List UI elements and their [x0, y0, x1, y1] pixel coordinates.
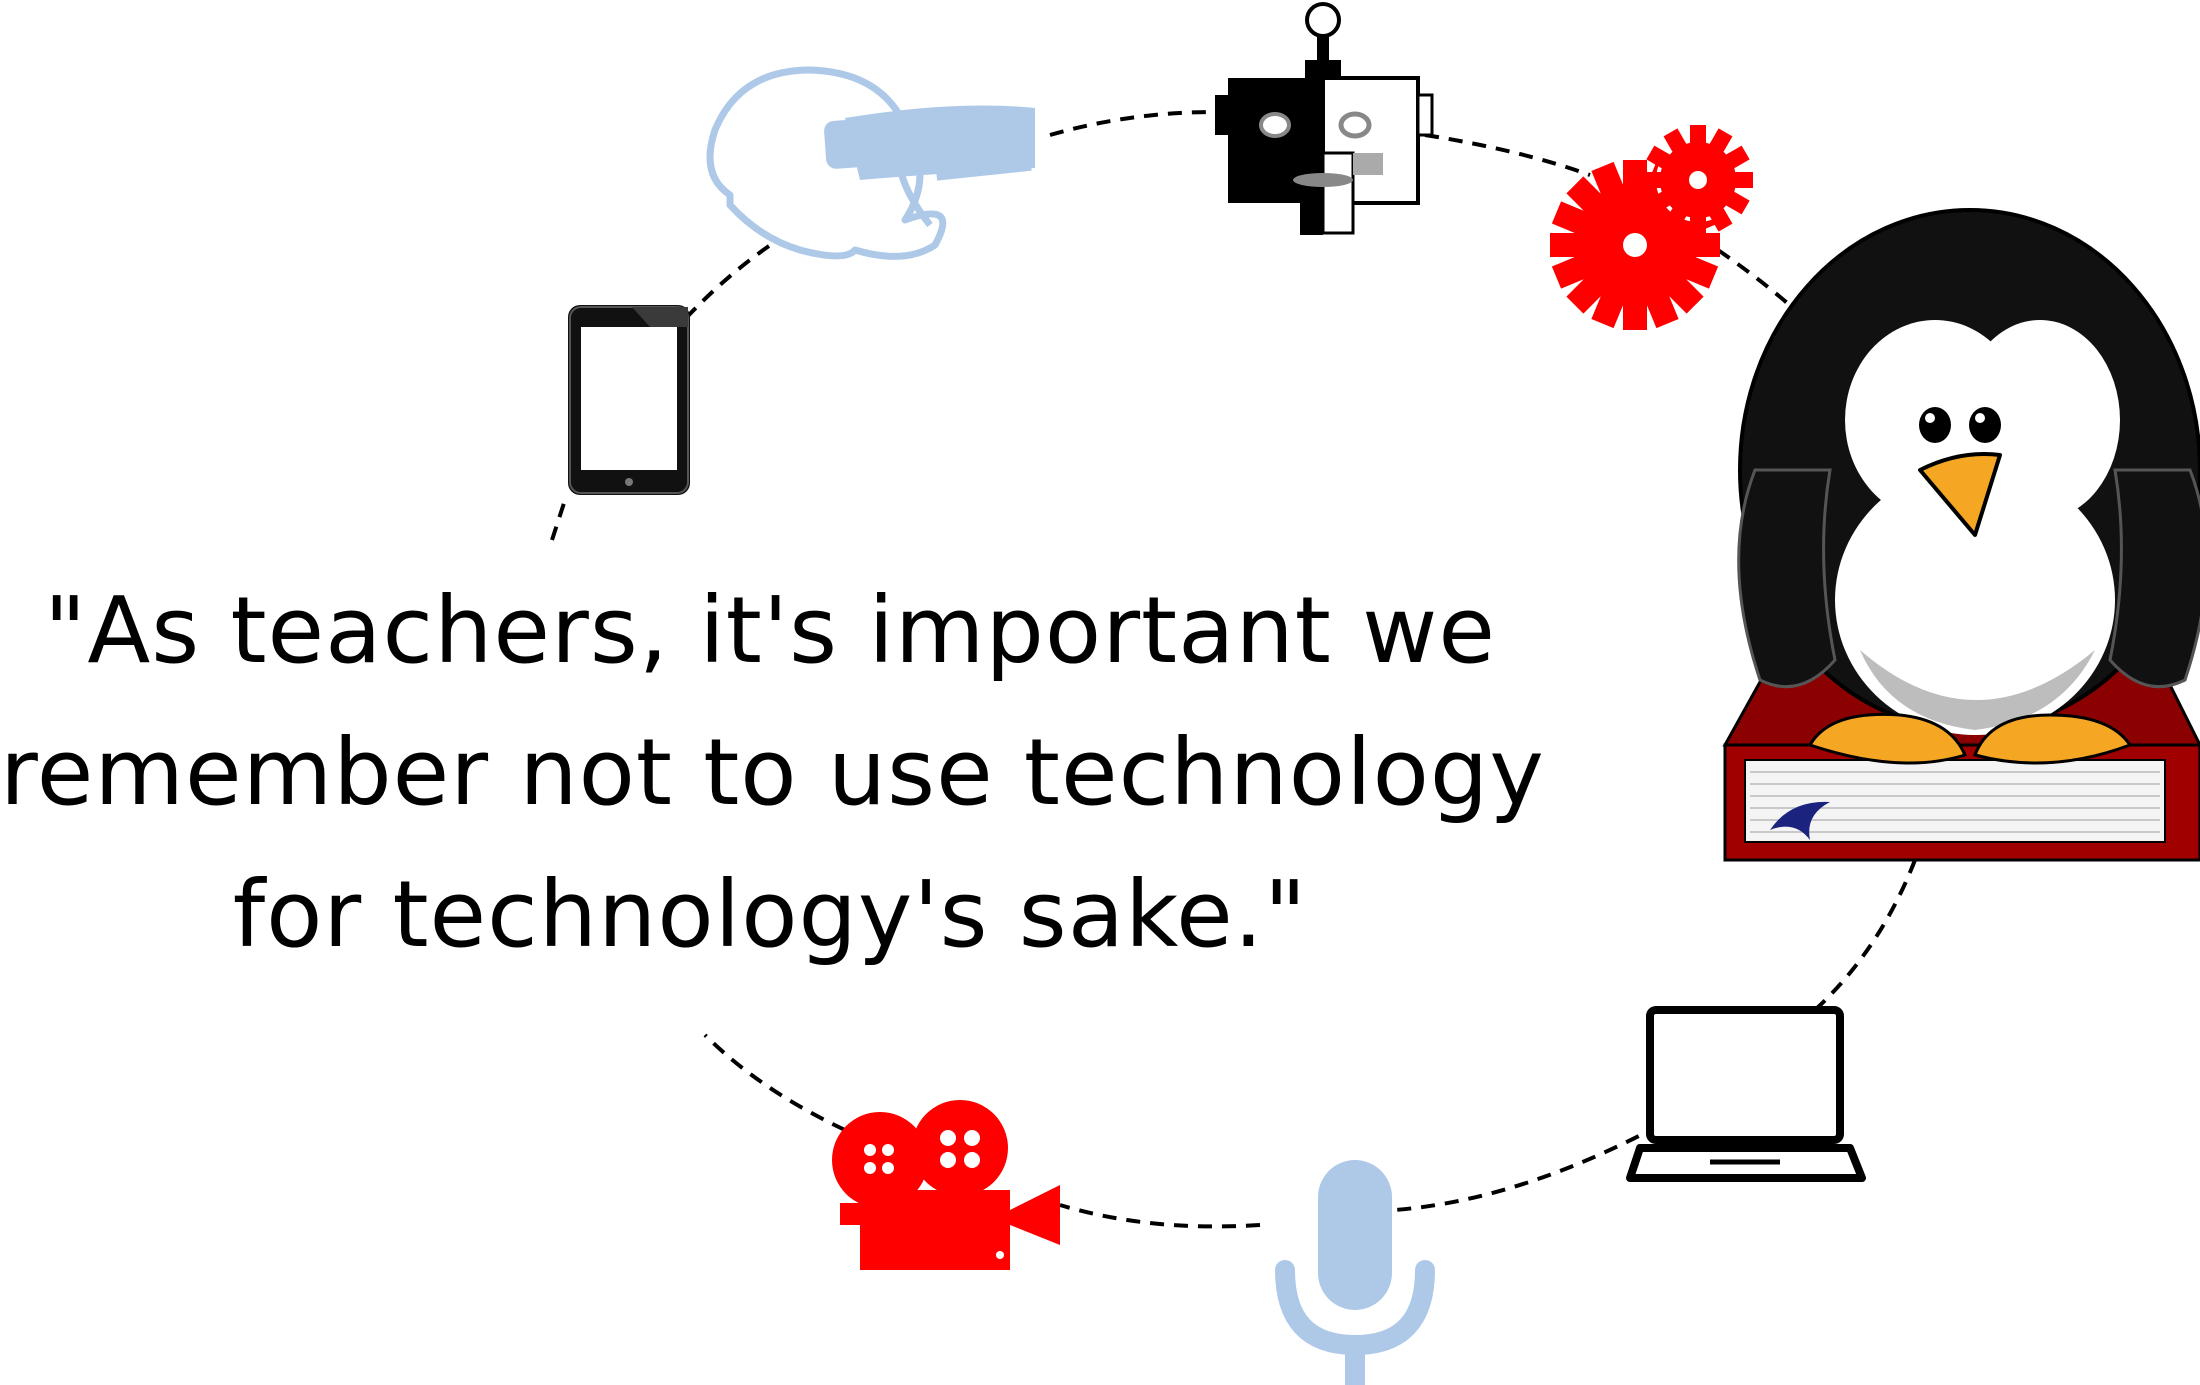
quote-line-3: for technology's sake." [232, 861, 1308, 968]
quote-line-2: remember not to use technology [0, 719, 1545, 826]
robot-icon [1215, 2, 1434, 235]
vr-headset-icon [706, 66, 1035, 260]
quote-line-1: "As teachers, it's important we [44, 577, 1496, 684]
video-camera-icon [832, 1100, 1060, 1270]
quote-text: "As teachers, it's important we remember… [0, 560, 1545, 986]
gears-icon [1550, 125, 1753, 330]
penguin-on-book-icon [1722, 208, 2200, 862]
tablet-icon [568, 305, 690, 495]
laptop-icon [1626, 1006, 1866, 1182]
microphone-icon [1275, 1160, 1435, 1385]
